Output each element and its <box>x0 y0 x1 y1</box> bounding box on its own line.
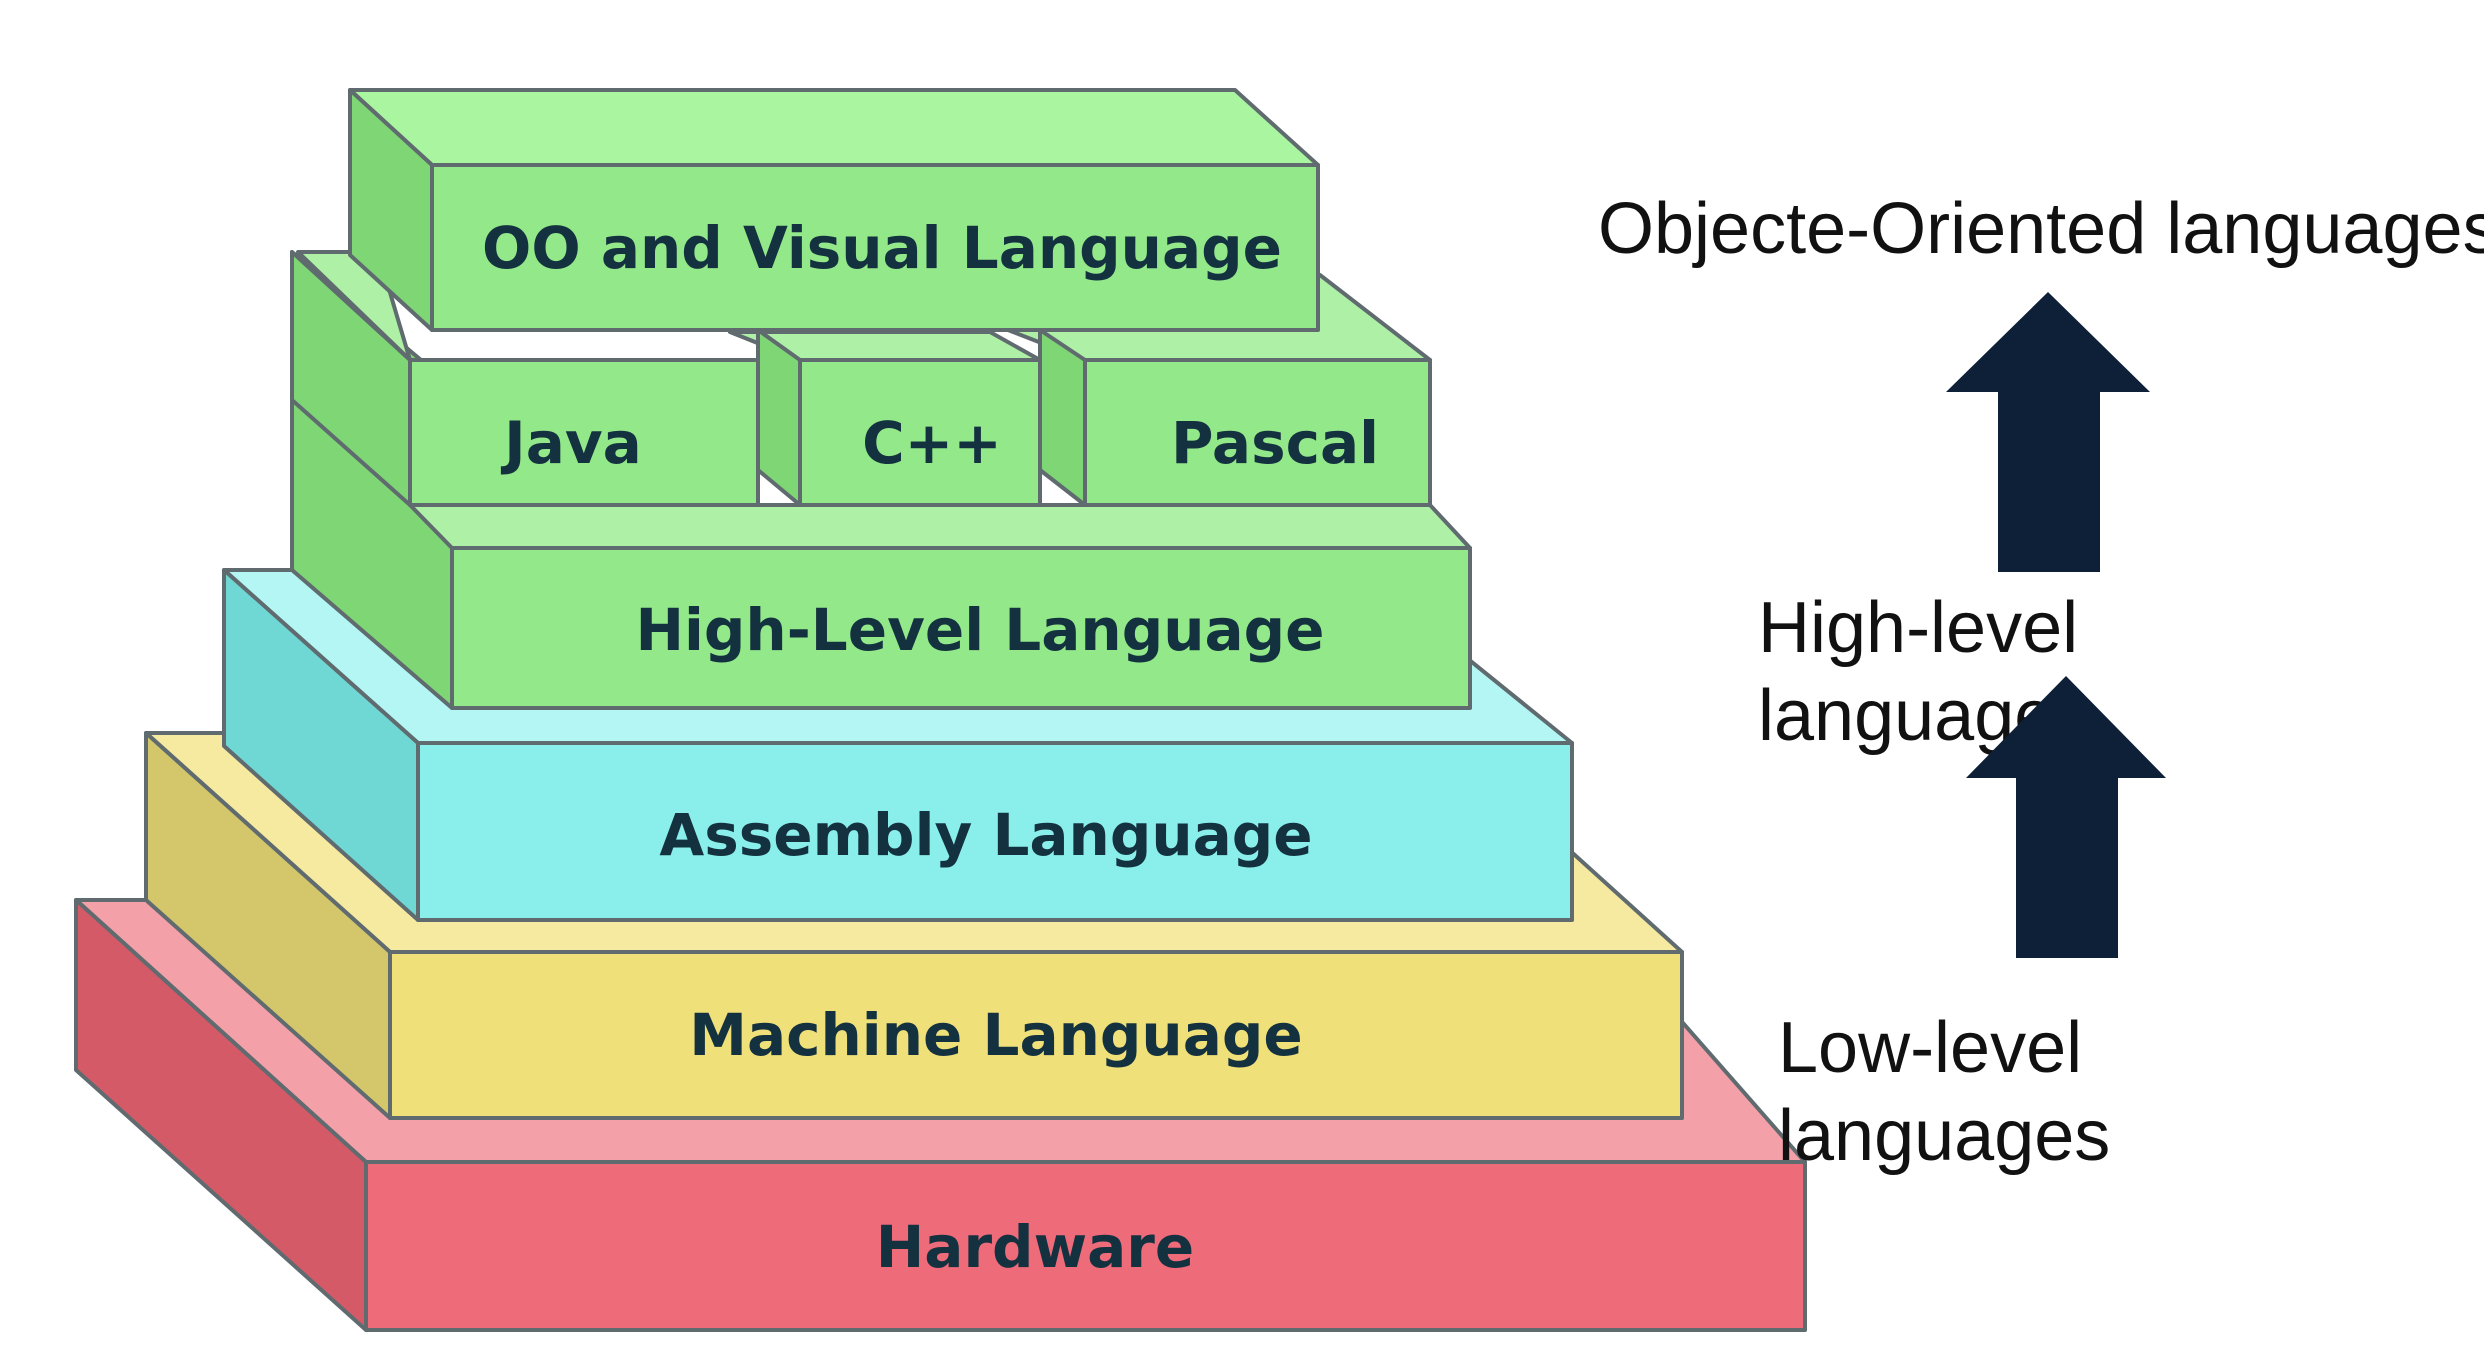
java-front <box>408 358 760 507</box>
oo-languages-label: Objecte-Oriented languages <box>1598 189 2484 269</box>
hardware-front <box>364 1160 1807 1332</box>
pascal-side <box>1038 328 1087 507</box>
high-level-front <box>450 546 1472 710</box>
up-arrow-icon <box>1966 676 2166 958</box>
assembly-label: Assembly Language <box>659 801 1312 869</box>
oo-visual-language-block: OO and Visual Language <box>348 88 1320 332</box>
high-level-languages-label-line1: High-level <box>1758 588 2078 668</box>
machine-label: Machine Language <box>689 1001 1302 1069</box>
low-level-languages-label-line2: languages <box>1778 1096 2110 1176</box>
high-level-top <box>408 503 1472 550</box>
java-label: Java <box>500 409 642 477</box>
pascal-front <box>1083 358 1432 507</box>
oo-top <box>348 88 1320 167</box>
machine-front <box>388 950 1684 1120</box>
assembly-front <box>416 741 1574 922</box>
pascal-block: Pascal <box>1006 273 1432 507</box>
cpp-front <box>798 358 1042 507</box>
low-level-languages-label-line1: Low-level <box>1778 1008 2082 1088</box>
cpp-label: C++ <box>862 409 1002 477</box>
hardware-label: Hardware <box>876 1213 1194 1281</box>
oo-front <box>430 163 1320 332</box>
cpp-block: C++ <box>728 328 1042 507</box>
up-arrow-icon <box>1946 292 2150 572</box>
pascal-label: Pascal <box>1171 409 1379 477</box>
oo-visual-label: OO and Visual Language <box>482 214 1282 282</box>
cpp-side <box>756 328 802 507</box>
high-level-label: High-Level Language <box>635 596 1324 664</box>
